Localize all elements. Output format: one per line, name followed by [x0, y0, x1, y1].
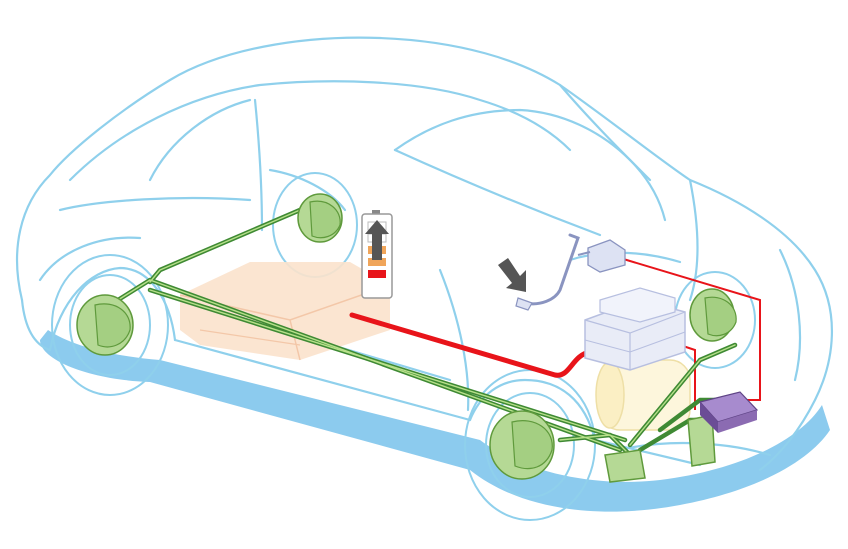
front-left-brake	[489, 410, 555, 480]
pedal-press-arrow	[498, 258, 526, 292]
front-right-brake	[689, 288, 737, 342]
brake-pedal	[515, 233, 591, 311]
gauge-cell-orange	[368, 258, 386, 266]
power-controller	[698, 391, 759, 433]
rear-left-brake	[76, 294, 134, 356]
signal-line	[619, 257, 761, 401]
car-body	[15, 36, 833, 472]
electric-motor	[595, 359, 691, 431]
battery-pack	[179, 262, 391, 361]
battery-gauge	[361, 210, 393, 299]
hydraulic-unit	[604, 414, 716, 483]
gauge-cell-red	[368, 270, 386, 278]
rear-right-brake	[297, 193, 343, 243]
brake-booster	[587, 239, 626, 273]
brake-control-module	[584, 287, 686, 371]
charge-up-arrow	[365, 220, 389, 260]
